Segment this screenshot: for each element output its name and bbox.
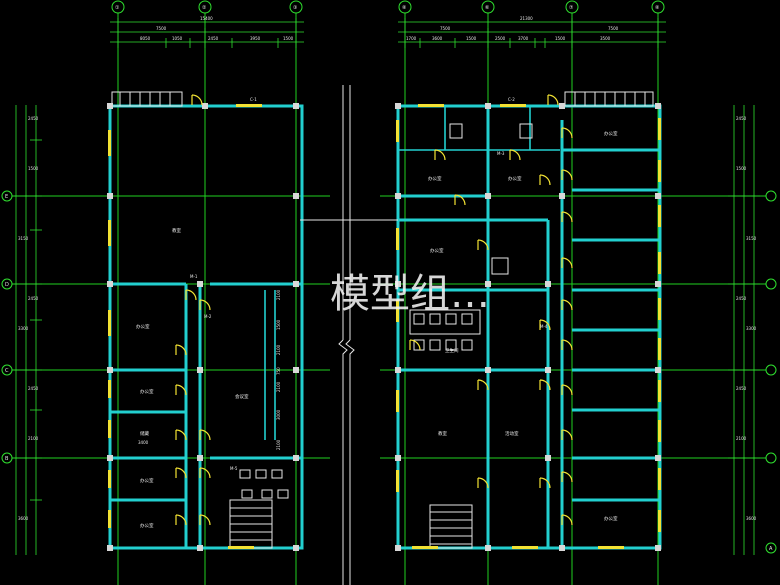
room-labels: 教室 办公室 办公室 储藏 办公室 会议室 卫生间 办公室 办公室 教室 活动室… [136,130,618,529]
window-tag-c1: C-1 [250,97,257,102]
side-dimension-right: 2450 1500 3150 2450 3300 2450 2100 3600 [728,105,760,555]
side-bubble-e: E [5,194,8,200]
axis-bubble-2: ② [202,5,207,11]
side-dim-6: 2450 [28,386,39,391]
room-label-office-1: 办公室 [136,323,150,330]
dim-seg-right-3: 1500 [466,36,477,41]
inner-dim-8: 3400 [138,440,149,445]
side-bubble-c: C [5,368,9,374]
room-label-office-2: 办公室 [140,388,154,395]
side-dim-1: 2450 [28,116,39,121]
side-dim-r-8: 3600 [746,516,757,521]
side-dim-r-2: 1500 [736,166,747,171]
side-bubble-b: B [5,456,9,462]
room-label-office-7: 办公室 [508,175,522,182]
door-tag-m2: M-2 [204,314,212,319]
axis-bubble-7: ⑧ [655,5,660,11]
door-tag-m1: M-1 [190,274,198,279]
side-dim-3: 3150 [18,236,29,241]
axis-bubble-6: ⑦ [569,5,574,11]
right-building-walls [396,91,662,550]
inner-dim-5: 2100 [276,381,281,392]
axis-bubbles-side: E D C B A [1,190,777,554]
dim-overall-left: 15400 [200,16,213,21]
room-label-office-3: 办公室 [140,477,154,484]
inner-dim-1: 2100 [276,289,281,300]
side-dim-5: 3300 [18,326,29,331]
room-label-classroom-right: 教室 [438,430,447,437]
dim-second-right-b: 7500 [608,26,619,31]
internal-dimensions: 2100 1500 2100 750 2100 3000 2100 3400 [138,289,281,450]
dim-seg-right-5: 3700 [518,36,529,41]
side-dim-r-6: 2450 [736,386,747,391]
door-tag-m5: M-5 [230,466,238,471]
room-label-restroom: 卫生间 [445,347,459,354]
axis-bubble-1: ① [115,5,120,11]
dim-seg-left-3: 2450 [208,36,219,41]
door-tag-m4: M-4 [540,324,548,329]
door-tags: M-1 M-2 M-3 M-4 M-5 C-1 C-2 [190,97,548,471]
dim-seg-left-5: 1500 [283,36,294,41]
side-dim-r-5: 3300 [746,326,757,331]
dim-seg-right-7: 1500 [555,36,566,41]
axis-bubbles-top: ① ② ③ ⑧ ⑥ ⑦ ⑧ [111,0,665,14]
top-dimension-chain-left: 15400 7500 8050 1050 2450 3950 1500 [110,16,304,48]
side-dim-r-7: 2100 [736,436,747,441]
side-dim-4: 2450 [28,296,39,301]
inner-dim-4: 750 [276,367,281,375]
top-dimension-chain-right: 21300 7500 7500 1700 3600 1500 2500 3700… [398,16,666,48]
side-dim-7: 2100 [28,436,39,441]
dim-seg-right-1: 1700 [406,36,417,41]
room-label-office-8: 办公室 [604,130,618,137]
room-label-office-4: 办公室 [140,522,154,529]
room-label-classroom-left: 教室 [172,227,181,234]
inner-dim-3: 2100 [276,344,281,355]
side-dim-r-3: 3150 [746,236,757,241]
watermark-text: 模型组… [330,271,490,317]
room-label-storage: 储藏 [140,430,149,437]
room-label-office-9: 办公室 [604,515,618,522]
dim-seg-right-4: 2500 [495,36,506,41]
dim-seg-left-2: 1050 [172,36,183,41]
dim-second-left: 7500 [156,26,167,31]
room-label-activity: 活动室 [505,430,519,437]
window-tag-c2: C-2 [508,97,515,102]
columns [107,103,661,551]
windows [108,104,661,549]
dim-seg-left-1: 8050 [140,36,151,41]
inner-dim-6: 3000 [276,409,281,420]
left-building-walls [108,91,304,550]
inner-dim-7: 2100 [276,439,281,450]
side-dim-r-4: 2450 [736,296,747,301]
axis-bubble-5: ⑥ [485,5,490,11]
side-bubble-a: A [769,546,773,552]
side-dim-r-1: 2450 [736,116,747,121]
side-bubble-d: D [5,282,9,288]
dim-seg-right-6: 3500 [600,36,611,41]
room-label-meeting: 会议室 [235,393,249,400]
door-tag-m3: M-3 [497,151,505,156]
dim-second-right: 7500 [440,26,451,31]
dim-seg-left-4: 3950 [250,36,261,41]
side-dim-2: 1500 [28,166,39,171]
doors [175,94,573,526]
dim-overall-right: 21300 [520,16,533,21]
inner-dim-2: 1500 [276,319,281,330]
break-lines [300,85,398,585]
axis-bubble-3: ③ [293,5,297,11]
side-dimension-left: 2450 1500 3150 2450 3300 2450 2100 3600 [12,105,42,555]
dim-seg-right-2: 3600 [432,36,443,41]
room-label-office-6: 办公室 [428,175,442,182]
room-label-office-5: 办公室 [430,247,444,254]
side-dim-8: 3600 [18,516,29,521]
axis-bubble-4: ⑧ [402,5,407,11]
